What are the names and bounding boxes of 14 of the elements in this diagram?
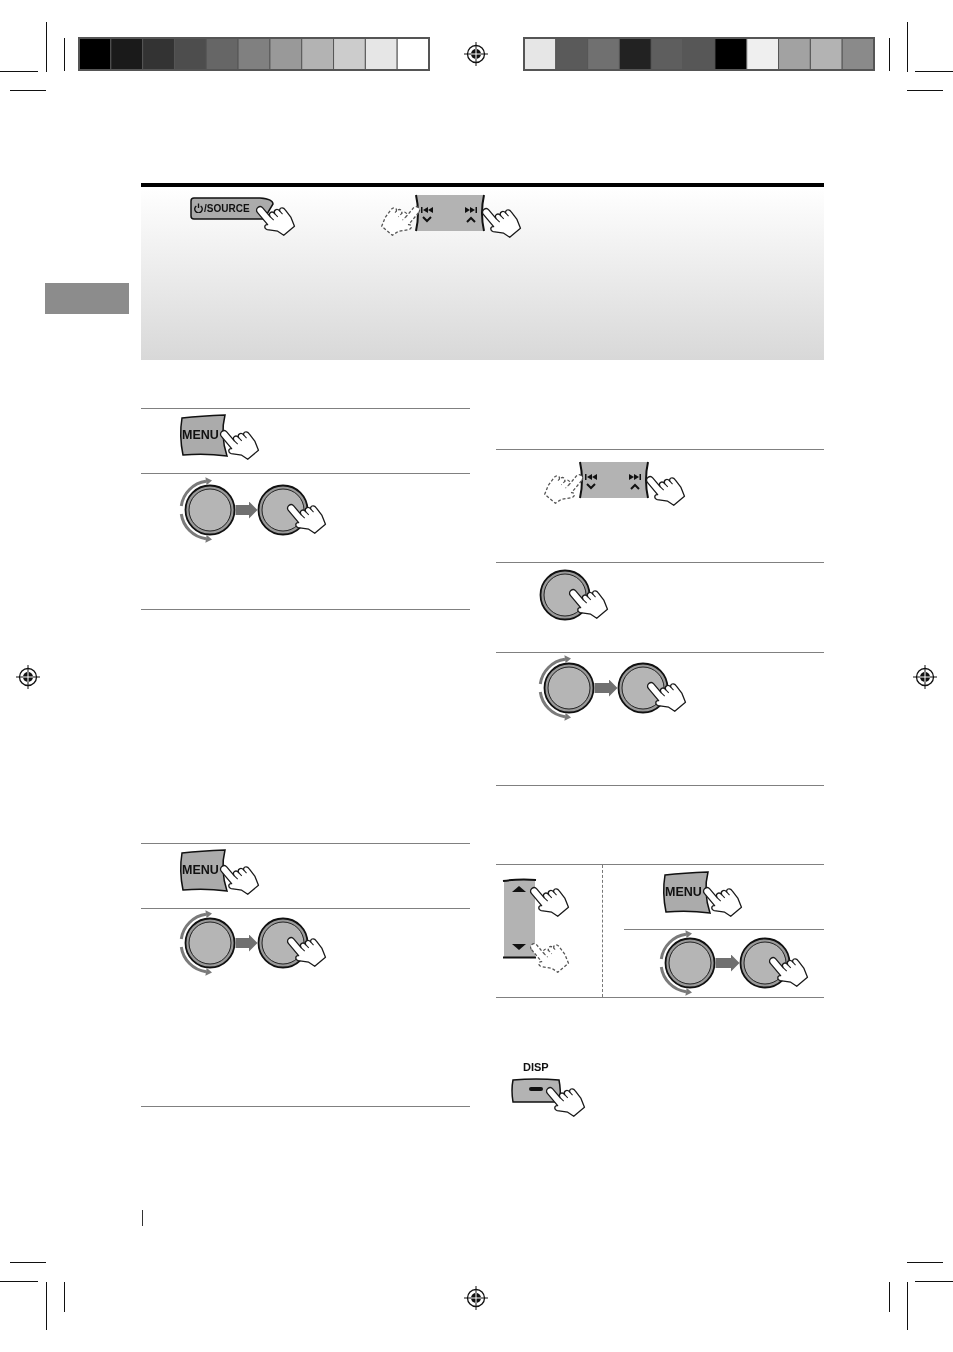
knob (664, 937, 716, 989)
arrow (594, 679, 618, 697)
arrow (715, 954, 740, 972)
knob (184, 484, 236, 536)
side-tab (45, 283, 129, 314)
menu-button: MENU (179, 414, 229, 457)
key-label: DISP (523, 1061, 549, 1074)
knob (184, 917, 236, 969)
arrow (235, 934, 258, 952)
knob (543, 662, 595, 714)
menu-button: MENU (662, 871, 712, 914)
source-button: /SOURCE (190, 197, 274, 220)
arrow (235, 501, 258, 519)
menu-button: MENU (179, 849, 229, 892)
